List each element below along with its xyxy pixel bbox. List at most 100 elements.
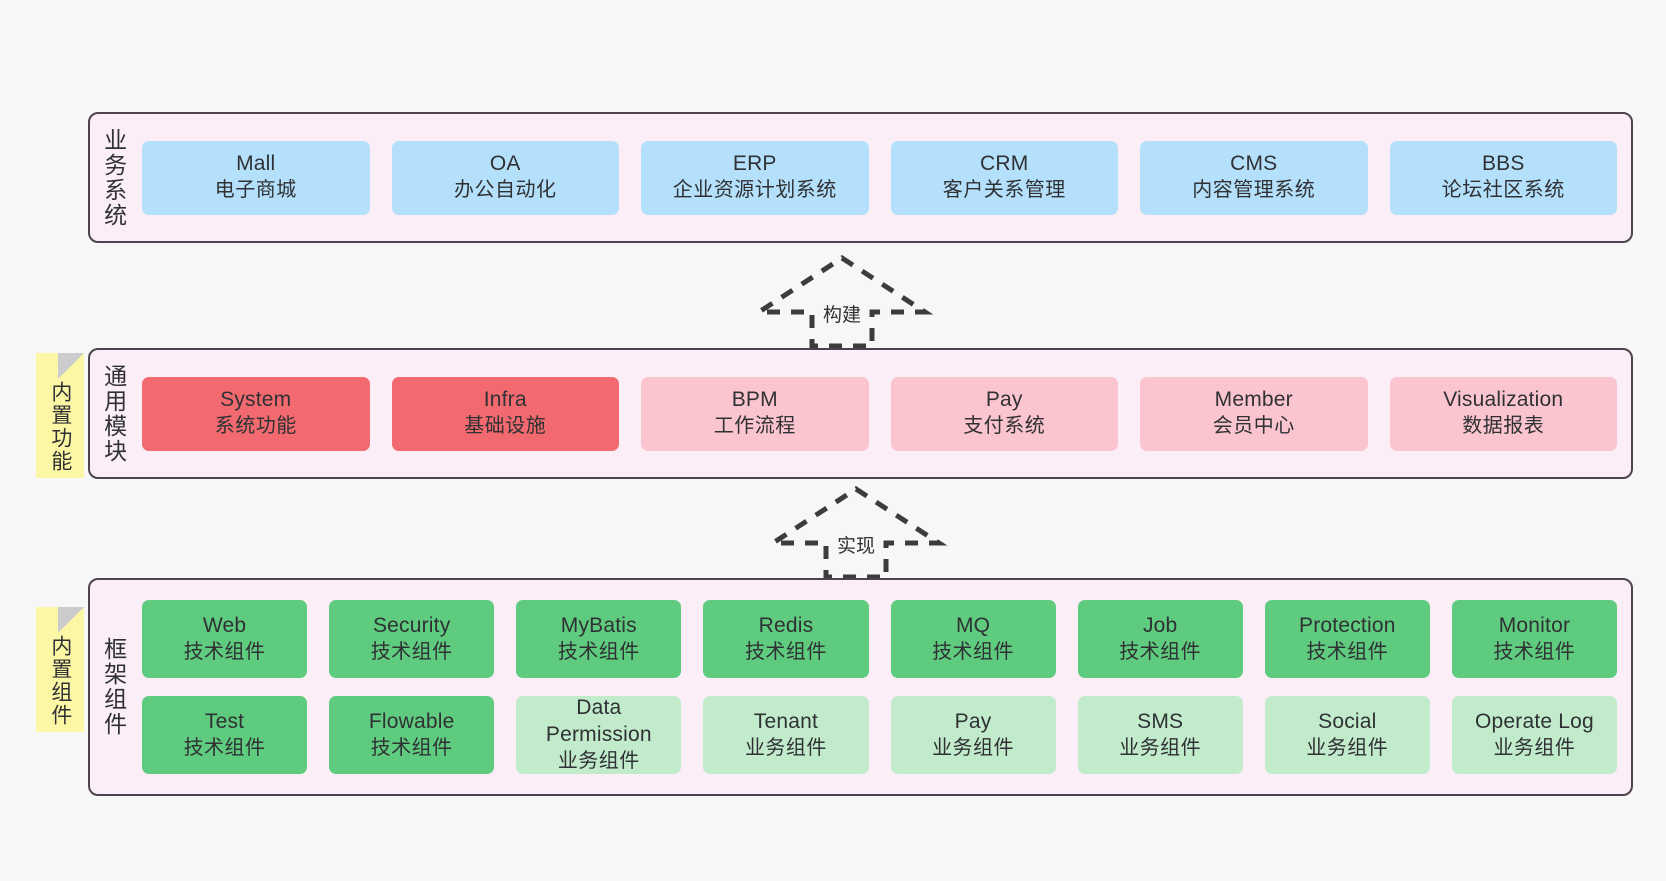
layer-title-business: 业务系统 (100, 127, 127, 228)
node-operate-log[interactable]: Operate Log 业务组件 (1451, 696, 1617, 774)
node-monitor[interactable]: Monitor 技术组件 (1451, 600, 1617, 678)
connector-build: 构建 (750, 255, 934, 349)
node-title-en: Member (1214, 388, 1293, 412)
dashed-arrow-outline (764, 486, 948, 580)
node-title-en: CMS (1230, 152, 1278, 176)
node-title-cn: 业务组件 (557, 750, 640, 773)
node-web[interactable]: Web 技术组件 (142, 600, 308, 678)
node-title-cn: 基础设施 (464, 415, 547, 438)
node-title-en: SMS (1137, 709, 1184, 733)
connector-implement: 实现 (764, 486, 948, 580)
node-oa[interactable]: OA 办公自动化 (391, 140, 619, 215)
node-title-en: Infra (483, 388, 527, 412)
sticky-note-label: 内置组件 (48, 634, 72, 727)
node-data-permission[interactable]: Data Permission 业务组件 (516, 696, 682, 774)
node-title-en: MQ (955, 613, 991, 637)
node-tenant[interactable]: Tenant 业务组件 (703, 696, 869, 774)
node-member[interactable]: Member 会员中心 (1140, 376, 1368, 451)
node-title-cn: 系统功能 (214, 415, 297, 438)
node-protection[interactable]: Protection 技术组件 (1264, 600, 1430, 678)
node-bpm[interactable]: BPM 工作流程 (641, 376, 869, 451)
node-redis[interactable]: Redis 技术组件 (703, 600, 869, 678)
node-flowable[interactable]: Flowable 技术组件 (329, 696, 495, 774)
node-social[interactable]: Social 业务组件 (1264, 696, 1430, 774)
connector-label-implement: 实现 (836, 536, 875, 557)
node-title-cn: 工作流程 (713, 415, 796, 438)
node-title-cn: 业务组件 (1306, 736, 1389, 759)
node-title-en: Monitor (1498, 613, 1571, 637)
node-title-en: Visualization (1443, 388, 1564, 412)
node-title-cn: 技术组件 (183, 736, 266, 759)
node-mq[interactable]: MQ 技术组件 (890, 600, 1056, 678)
node-title-en: Pay (985, 388, 1023, 412)
node-title-en: Job (1142, 613, 1178, 637)
node-system[interactable]: System 系统功能 (142, 376, 370, 451)
node-test[interactable]: Test 技术组件 (142, 696, 308, 774)
node-title-en: BBS (1481, 152, 1525, 176)
node-title-cn: 技术组件 (370, 640, 453, 663)
node-title-en: Test (204, 709, 245, 733)
node-title-en: ERP (732, 152, 777, 176)
node-title-en: Operate Log (1474, 709, 1594, 733)
sticky-note-builtin-function: 内置功能 (36, 353, 84, 478)
node-title-en: Flowable (368, 709, 455, 733)
node-mall[interactable]: Mall 电子商城 (142, 140, 370, 215)
layer-title-common: 通用模块 (100, 363, 127, 464)
node-row: System 系统功能 Infra 基础设施 BPM 工作流程 Pay 支付系统… (142, 376, 1617, 451)
node-title-cn: 客户关系管理 (942, 179, 1066, 202)
layer-body-common: System 系统功能 Infra 基础设施 BPM 工作流程 Pay 支付系统… (136, 350, 1631, 477)
node-visualization[interactable]: Visualization 数据报表 (1389, 376, 1617, 451)
node-title-cn: 技术组件 (370, 736, 453, 759)
layer-common-module: 通用模块 System 系统功能 Infra 基础设施 BPM 工作流程 Pay… (88, 348, 1633, 479)
node-title-cn: 业务组件 (1493, 736, 1576, 759)
node-title-en: OA (489, 152, 521, 176)
node-row: Web 技术组件 Security 技术组件 MyBatis 技术组件 Redi… (142, 600, 1617, 678)
node-mybatis[interactable]: MyBatis 技术组件 (516, 600, 682, 678)
node-pay-module[interactable]: Pay 支付系统 (890, 376, 1118, 451)
dashed-arrow-outline (750, 255, 934, 349)
node-title-cn: 企业资源计划系统 (672, 179, 837, 202)
node-title-en: Social (1318, 709, 1377, 733)
node-infra[interactable]: Infra 基础设施 (391, 376, 619, 451)
node-crm[interactable]: CRM 客户关系管理 (890, 140, 1118, 215)
node-title-cn: 论坛社区系统 (1441, 179, 1565, 202)
node-title-en: Mall (236, 152, 276, 176)
node-title-cn: 电子商城 (214, 179, 297, 202)
layer-body-business: Mall 电子商城 OA 办公自动化 ERP 企业资源计划系统 CRM 客户关系… (136, 114, 1631, 241)
node-title-cn: 技术组件 (557, 640, 640, 663)
layer-title-frame: 框架组件 (100, 637, 127, 737)
node-title-cn: 内容管理系统 (1192, 179, 1316, 202)
node-title-en: Protection (1299, 613, 1396, 637)
node-bbs[interactable]: BBS 论坛社区系统 (1389, 140, 1617, 215)
node-title-cn: 办公自动化 (454, 179, 557, 202)
node-title-cn: 会员中心 (1212, 415, 1295, 438)
node-title-cn: 技术组件 (744, 640, 827, 663)
node-sms[interactable]: SMS 业务组件 (1077, 696, 1243, 774)
node-title-en: System (220, 388, 292, 412)
node-title-cn: 数据报表 (1462, 415, 1545, 438)
node-row: Mall 电子商城 OA 办公自动化 ERP 企业资源计划系统 CRM 客户关系… (142, 140, 1617, 215)
node-title-en: BPM (731, 388, 778, 412)
node-title-en: Web (202, 613, 247, 637)
node-title-cn: 业务组件 (1119, 736, 1202, 759)
node-title-cn: 技术组件 (1119, 640, 1202, 663)
node-title-cn: 技术组件 (1493, 640, 1576, 663)
sticky-note-builtin-component: 内置组件 (36, 607, 84, 732)
node-job[interactable]: Job 技术组件 (1077, 600, 1243, 678)
node-row: Test 技术组件 Flowable 技术组件 Data Permission … (142, 696, 1617, 774)
node-title-cn: 业务组件 (744, 736, 827, 759)
node-title-en: Security (372, 613, 451, 637)
node-title-cn: 技术组件 (932, 640, 1015, 663)
node-cms[interactable]: CMS 内容管理系统 (1140, 140, 1368, 215)
node-title-cn: 业务组件 (932, 736, 1015, 759)
node-title-en: Tenant (753, 709, 819, 733)
node-erp[interactable]: ERP 企业资源计划系统 (641, 140, 869, 215)
node-title-en: CRM (980, 152, 1029, 176)
layer-body-frame: Web 技术组件 Security 技术组件 MyBatis 技术组件 Redi… (136, 580, 1631, 794)
connector-label-build: 构建 (822, 305, 861, 326)
node-security[interactable]: Security 技术组件 (329, 600, 495, 678)
node-pay-component[interactable]: Pay 业务组件 (890, 696, 1056, 774)
node-title-en: Pay (954, 709, 992, 733)
node-title-en: Redis (758, 613, 814, 637)
